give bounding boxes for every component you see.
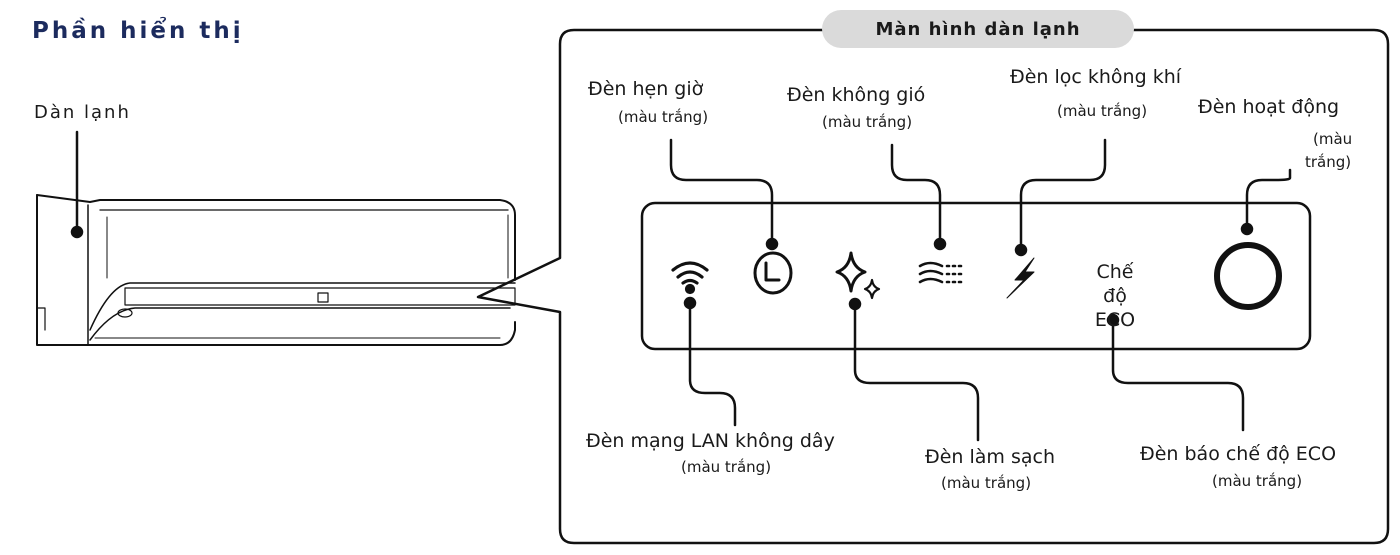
- lightning-icon: [1006, 257, 1035, 299]
- sparkle-icon: [835, 251, 881, 300]
- wireless-lan-note: (màu trắng): [681, 458, 772, 476]
- clean-label: Đèn làm sạch: [925, 446, 1055, 468]
- operation-note-2: trắng): [1305, 153, 1352, 171]
- air-filter-label: Đèn lọc không khí: [1010, 66, 1182, 88]
- eco-label: Đèn báo chế độ ECO: [1140, 443, 1337, 465]
- indoor-unit-label: Dàn lạnh: [34, 102, 131, 123]
- clean-note: (màu trắng): [941, 474, 1032, 492]
- air-filter-note: (màu trắng): [1057, 102, 1148, 120]
- indoor-unit-drawing: [36, 194, 516, 346]
- indoor-display-panel: [640, 201, 1312, 351]
- operation-label: Đèn hoạt động: [1198, 96, 1340, 118]
- eco-note: (màu trắng): [1212, 472, 1303, 490]
- unit-pointer-dot: [70, 225, 84, 239]
- no-wind-note: (màu trắng): [822, 113, 913, 131]
- clock-icon: [753, 251, 793, 295]
- wifi-icon: [671, 261, 709, 295]
- panel-frame: [476, 28, 1390, 545]
- no-wind-label: Đèn không gió: [787, 84, 926, 106]
- power-ring-icon: [1214, 242, 1282, 310]
- eco-line2: ECO: [1094, 309, 1136, 331]
- page-title: Phần hiển thị: [32, 18, 244, 44]
- no-wind-icon: [918, 261, 963, 284]
- panel-title: Màn hình dàn lạnh: [822, 10, 1134, 48]
- operation-note-1: (màu: [1313, 130, 1353, 148]
- timer-note: (màu trắng): [618, 108, 709, 126]
- timer-label: Đèn hẹn giờ: [588, 78, 704, 100]
- wireless-lan-label: Đèn mạng LAN không dây: [586, 430, 835, 452]
- eco-line1: Chế độ: [1096, 261, 1134, 307]
